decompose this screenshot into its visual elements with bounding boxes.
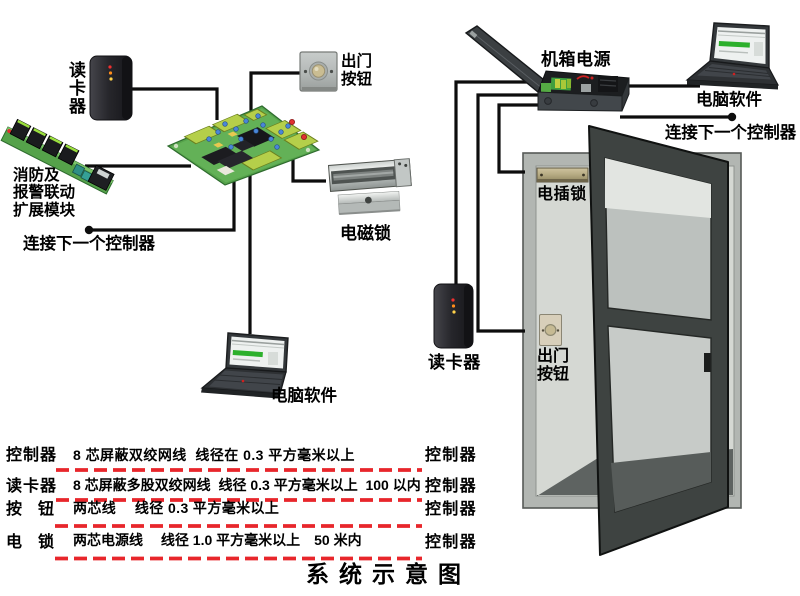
laptop-bottom-device — [200, 332, 289, 399]
legend-row3-right: 控制器 — [425, 501, 477, 518]
legend-row3-left: 按 钮 — [6, 501, 55, 518]
label-software-right: 电脑软件 — [696, 91, 762, 109]
wire-exit-button-controller — [249, 71, 301, 112]
bolt-lock-device — [536, 167, 589, 183]
led-red — [451, 298, 455, 302]
label-exit-button-top: 出门 按钮 — [341, 53, 373, 88]
led-yellow — [109, 77, 113, 81]
legend-row2-right: 控制器 — [425, 477, 477, 495]
legend-dashes — [55, 468, 422, 561]
wire-next-controller-left — [89, 173, 236, 232]
diagram-title: 系 统 示 意 图 — [306, 560, 463, 587]
wire-endpoint-dot-right — [727, 112, 737, 122]
legend-row2-spec: 8 芯屏蔽多股双绞网线 线径 0.3 平方毫米以上 100 以内 — [73, 476, 421, 493]
legend-row1-left: 控制器 — [6, 447, 58, 464]
exit-button-knob — [311, 64, 326, 78]
label-power-box: 机箱电源 — [541, 50, 611, 69]
card-reader-right-device — [433, 283, 474, 349]
card-reader-left-body — [89, 55, 133, 121]
power-box-interior — [541, 75, 618, 92]
controller-board-device — [166, 105, 321, 186]
label-next-controller-right: 连接下一个控制器 — [665, 124, 797, 142]
laptop-right-device — [685, 22, 780, 90]
maglock-armature-plate — [337, 191, 401, 215]
legend-row4-spec: 两芯电源线 线径 1.0 平方毫米以上 50 米内 — [73, 531, 362, 548]
label-software-bottom: 电脑软件 — [271, 387, 337, 405]
label-next-controller-left: 连接下一个控制器 — [23, 235, 155, 253]
door-assembly — [522, 125, 742, 556]
fire-alarm-module-device — [0, 118, 115, 195]
legend-row1-spec: 8 芯屏蔽双绞网线 线径在 0.3 平方毫米以上 — [73, 446, 355, 463]
label-exit-button-door: 出门 按钮 — [537, 348, 570, 383]
power-box-device — [464, 25, 630, 112]
wire-box-bolt-lock — [497, 103, 560, 174]
door-lock-plate — [704, 353, 711, 372]
label-maglock: 电磁锁 — [340, 224, 391, 243]
door-leaf — [588, 125, 729, 556]
wires — [84, 71, 737, 334]
wire-reader-left-controller — [131, 87, 219, 120]
led-orange — [451, 304, 456, 308]
label-bolt-lock: 电插锁 — [537, 186, 587, 203]
exit-button-top-device — [299, 51, 338, 92]
wire-box-door-button — [476, 93, 538, 333]
wire-box-reader-right — [454, 80, 540, 286]
laptop-bottom-progressbar — [232, 350, 263, 358]
label-card-reader-right: 读卡器 — [428, 353, 481, 372]
maglock-device — [327, 158, 412, 215]
led-red — [108, 65, 112, 69]
door-exit-button-device — [539, 314, 562, 346]
legend-row2-left: 读卡器 — [6, 477, 58, 495]
door-glass-reflection — [605, 158, 711, 218]
led-yellow — [452, 310, 456, 314]
card-reader-left-device — [89, 55, 133, 121]
legend-row1-right: 控制器 — [425, 447, 477, 464]
door-glass-floor-view — [611, 452, 711, 512]
legend-row4-left: 电 锁 — [6, 533, 55, 551]
wire-endpoint-dot-left — [84, 225, 94, 235]
laptop-right-progressbar — [718, 41, 750, 48]
label-fire-module: 消防及 报警联动 扩展模块 — [13, 167, 76, 219]
legend-row4-right: 控制器 — [425, 533, 477, 551]
label-card-reader-left: 读卡器 — [69, 61, 86, 116]
led-orange — [108, 71, 113, 75]
legend-row3-spec: 两芯线 线径 0.3 平方毫米以上 — [73, 499, 280, 516]
